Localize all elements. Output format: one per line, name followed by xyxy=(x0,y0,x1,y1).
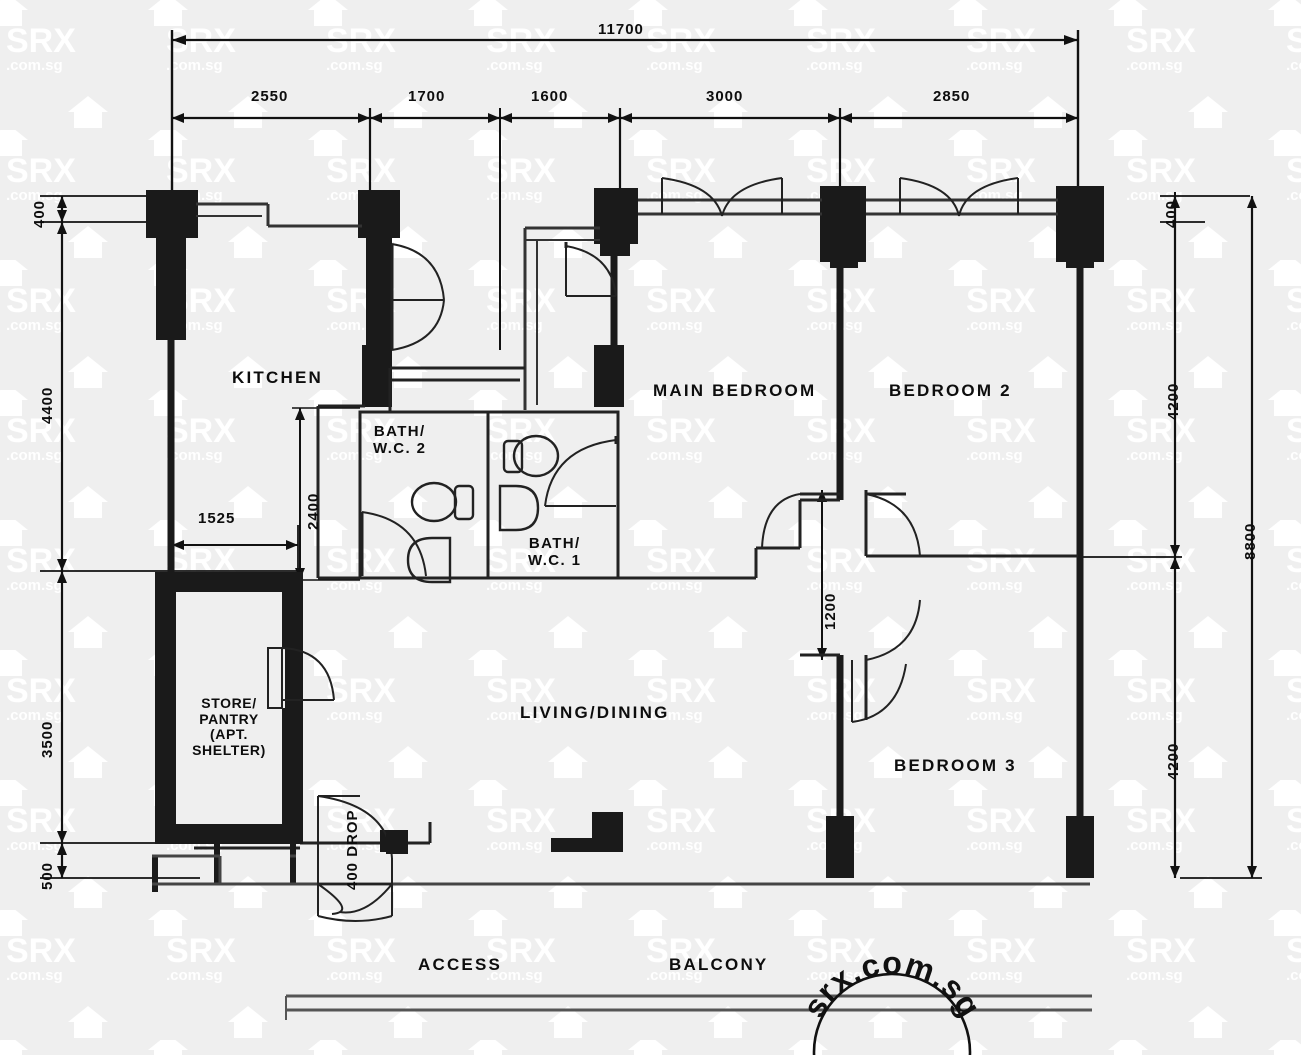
dim-left-500: 500 xyxy=(39,861,56,890)
room-label-kitchen: KITCHEN xyxy=(232,368,323,387)
dim-corridor-1200: 1200 xyxy=(822,592,839,630)
store-line3: (APT. xyxy=(210,726,248,743)
store-line2: PANTRY xyxy=(199,710,259,727)
room-label-living-dining: LIVING/DINING xyxy=(520,703,670,722)
dim-entry-400-drop: 400 DROP xyxy=(344,809,361,890)
interior-partitions xyxy=(194,366,1078,850)
dim-overall-height: 8800 xyxy=(1242,522,1259,560)
dim-top-1600: 1600 xyxy=(531,88,569,105)
room-label-bath1: BATH/ W.C. 1 xyxy=(528,535,582,570)
dim-kitchen-1525: 1525 xyxy=(198,510,236,527)
balcony-railing xyxy=(285,994,1092,1020)
dim-left-3500: 3500 xyxy=(39,720,56,758)
dim-top-3000: 3000 xyxy=(706,88,744,105)
entry-threshold xyxy=(386,834,408,854)
room-label-bath2: BATH/ W.C. 2 xyxy=(373,423,427,458)
dim-bath-2400: 2400 xyxy=(305,492,322,530)
dim-left-4400: 4400 xyxy=(39,386,56,424)
dim-overall-width: 11700 xyxy=(598,21,644,38)
room-label-bath1-line2: W.C. 1 xyxy=(528,551,582,569)
room-label-main-bedroom: MAIN BEDROOM xyxy=(653,381,817,400)
dim-right-4200-bottom: 4200 xyxy=(1165,742,1182,780)
dim-top-2550: 2550 xyxy=(251,88,289,105)
room-label-bedroom-3: BEDROOM 3 xyxy=(894,756,1017,775)
room-label-bath2-line1: BATH/ xyxy=(373,423,426,440)
dim-right-4200-top: 4200 xyxy=(1165,382,1182,420)
door-swings xyxy=(360,242,921,723)
room-label-bath2-line2: W.C. 2 xyxy=(373,439,427,457)
room-label-store-pantry: STORE/ PANTRY (APT. SHELTER) xyxy=(176,695,282,759)
room-label-access: ACCESS xyxy=(418,955,503,974)
room-label-balcony: BALCONY xyxy=(669,955,769,974)
store-line4: SHELTER) xyxy=(192,742,266,759)
dim-left-400: 400 xyxy=(31,199,48,228)
dim-right-400: 400 xyxy=(1163,199,1180,228)
dim-top-1700: 1700 xyxy=(408,88,446,105)
store-line1: STORE/ xyxy=(201,695,257,711)
room-label-bath1-line1: BATH/ xyxy=(528,535,581,552)
room-label-bedroom-2: BEDROOM 2 xyxy=(889,381,1012,400)
dim-top-2850: 2850 xyxy=(933,88,971,105)
